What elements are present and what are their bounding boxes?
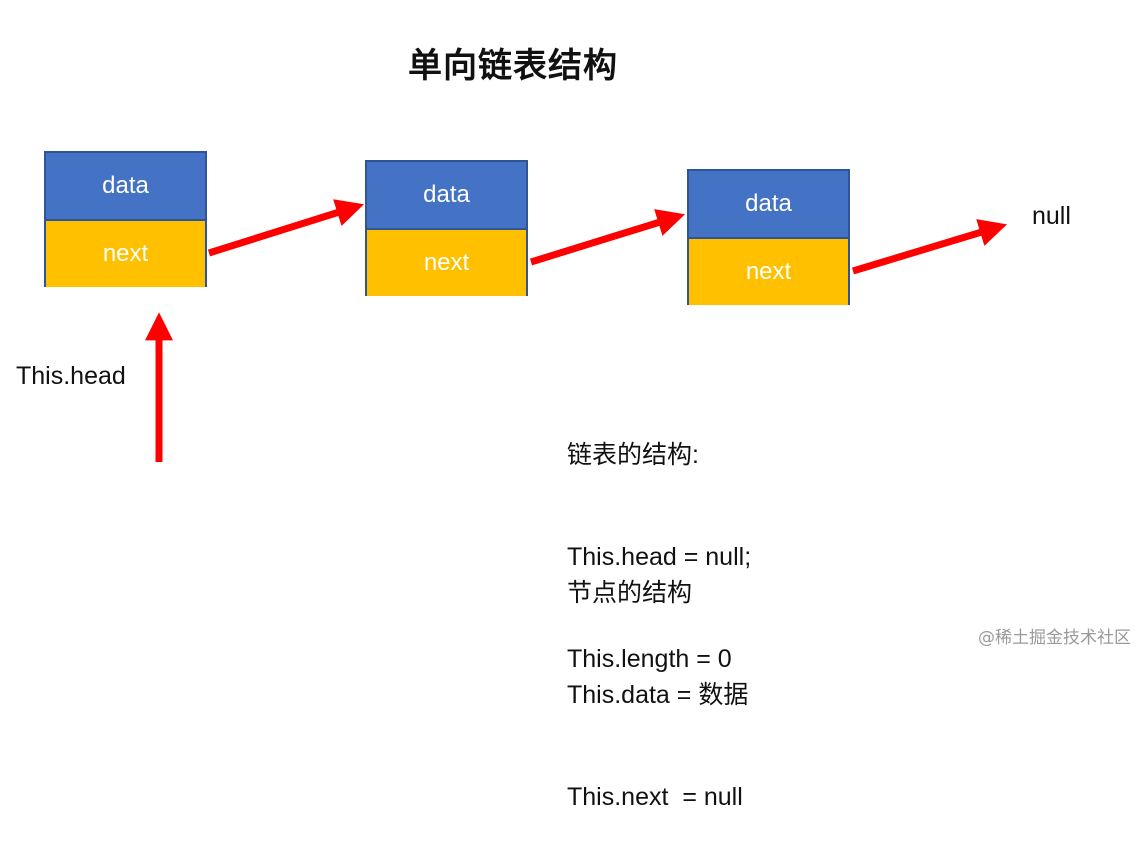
node-structure-line-1: This.data = 数据 [567,681,749,709]
arrow-node2-to-node3 [529,209,686,266]
node-2-next-cell: next [367,228,526,296]
node-structure-heading: 节点的结构 [567,579,693,607]
node-1-data-cell: data [46,153,205,219]
node-structure-line-2: This.next = null [567,783,743,811]
linked-list-node-3: data next [687,169,850,305]
null-label: null [1032,202,1071,230]
watermark: @稀土掘金技术社区 [978,628,1131,648]
arrow-node1-to-node2 [207,199,365,257]
head-pointer-label: This.head [16,362,126,390]
list-structure-line-1: This.head = null; [567,543,752,571]
node-structure-notes: 节点的结构 This.data = 数据 This.next = null [567,508,748,848]
node-2-data-cell: data [367,162,526,228]
node-1-next-cell: next [46,219,205,287]
list-structure-heading: 链表的结构: [567,441,699,469]
node-3-next-cell: next [689,237,848,305]
arrows-layer [145,199,1008,462]
diagram-title: 单向链表结构 [408,46,618,86]
linked-list-node-2: data next [365,160,528,296]
arrow-node3-to-null [851,219,1008,275]
node-3-data-cell: data [689,171,848,237]
linked-list-node-1: data next [44,151,207,287]
